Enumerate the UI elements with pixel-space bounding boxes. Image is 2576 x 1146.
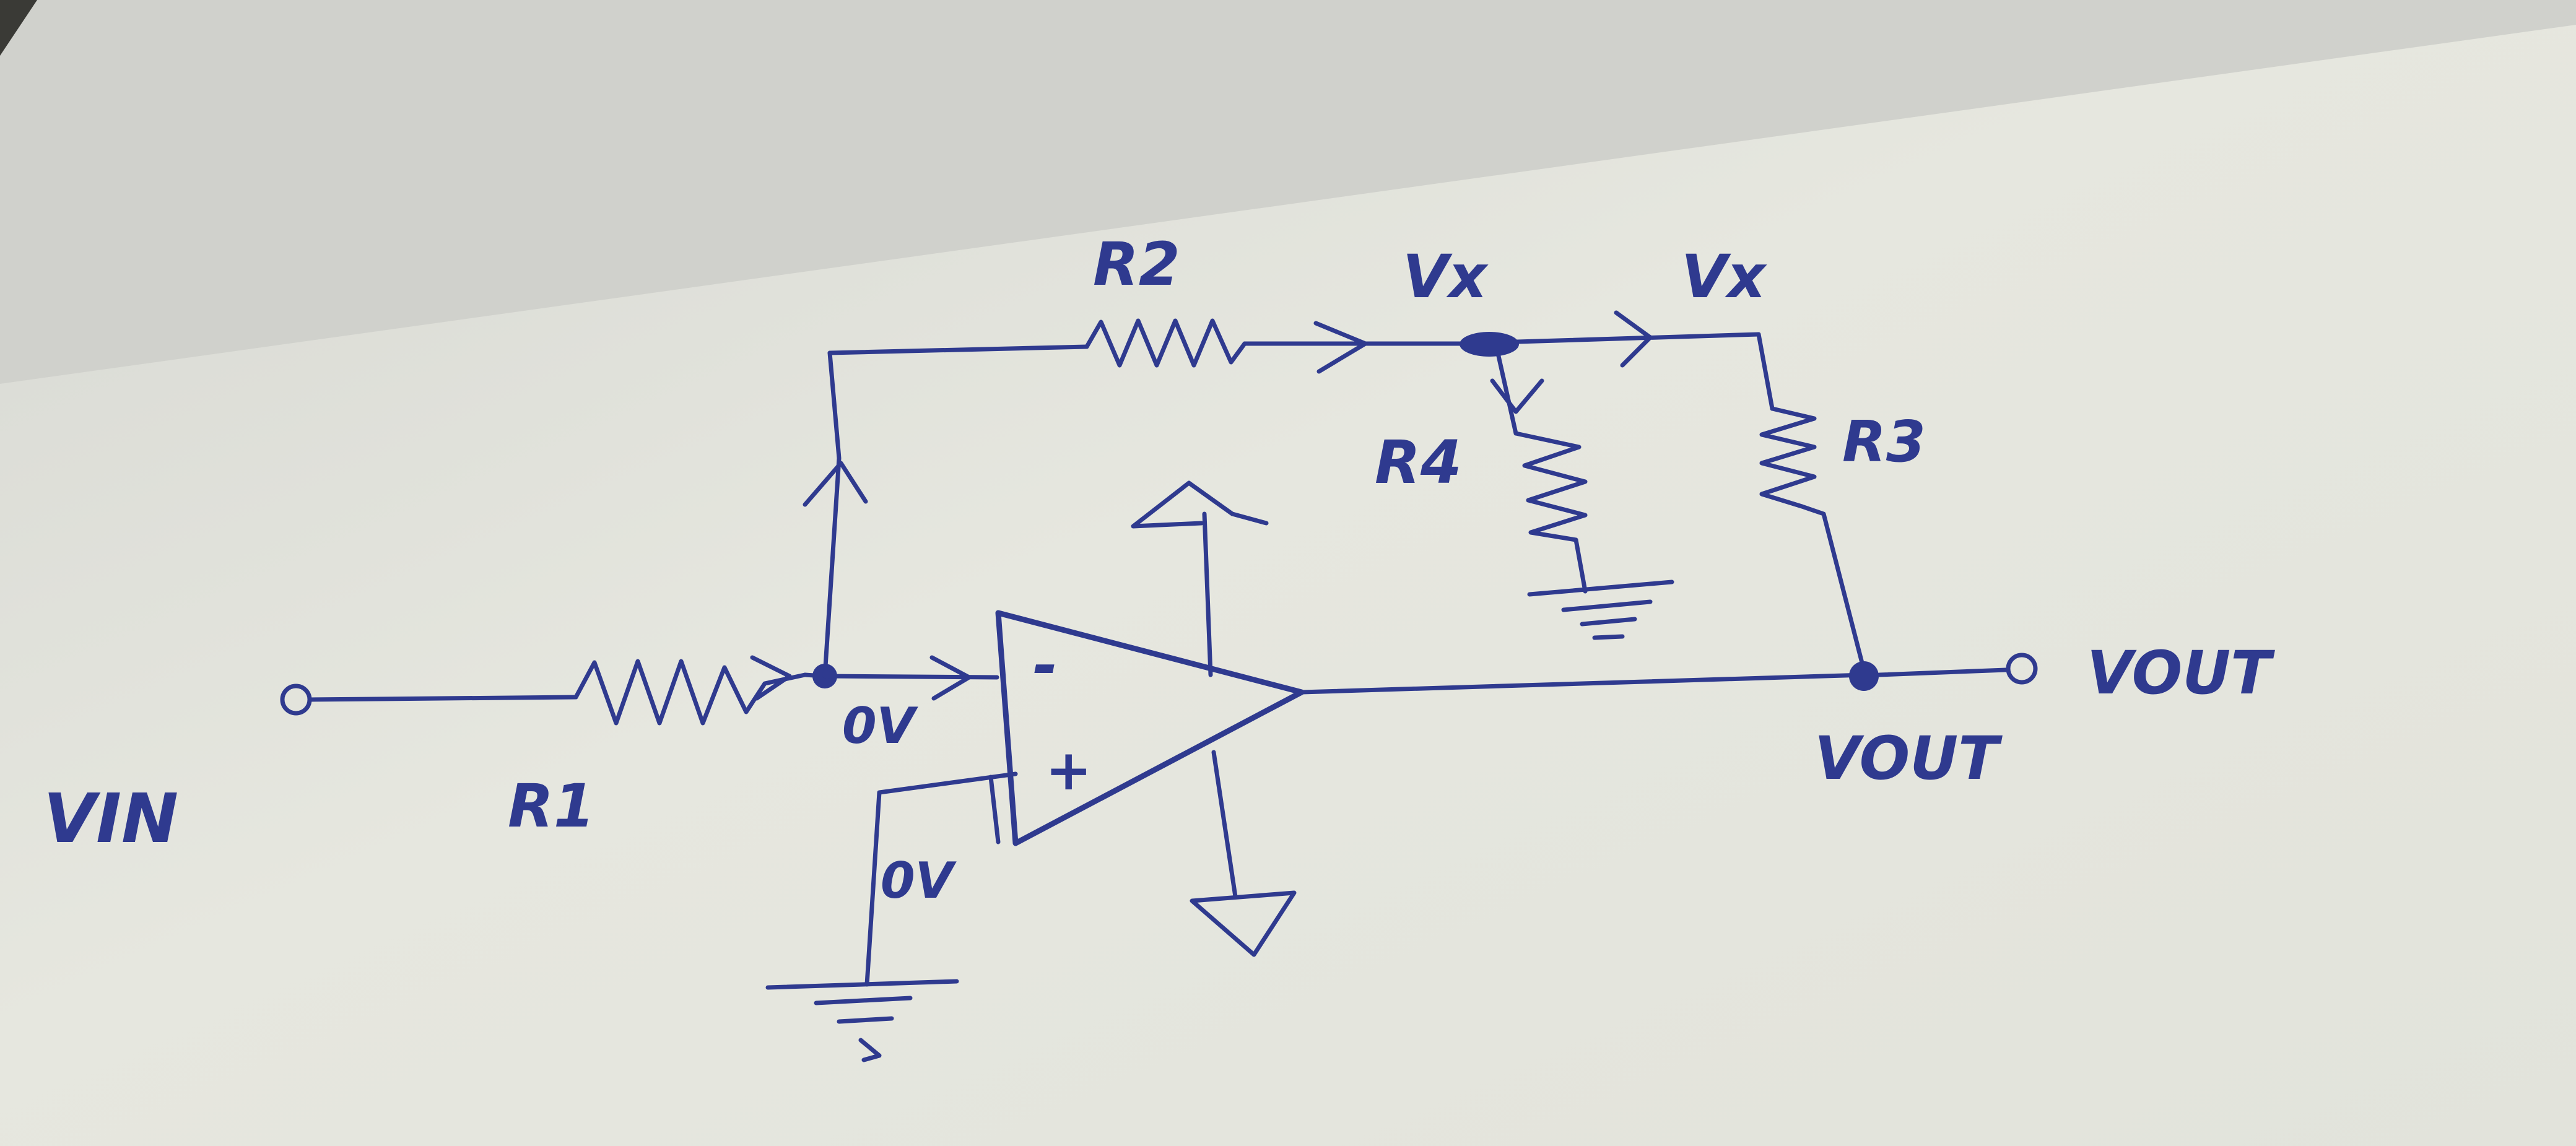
- label-ov-noninverting: 0V: [881, 852, 957, 909]
- r2-resistor: [1084, 318, 1247, 368]
- r2-left-wire: [827, 344, 1089, 355]
- opamp-plus-sign: +: [1045, 738, 1092, 803]
- r3-resistor: [1759, 406, 1817, 509]
- r3-bottom-wire: [1799, 504, 1868, 677]
- vin-wire: [307, 695, 578, 702]
- label-ov-inverting: 0V: [842, 697, 919, 755]
- r4-current-arrow: [1490, 378, 1544, 414]
- opamp-minus-sign: -: [1033, 631, 1058, 700]
- label-r3: R3: [1842, 409, 1926, 475]
- vx-to-r3-wire: [1515, 332, 1761, 344]
- r3-top-wire: [1756, 332, 1775, 411]
- feedback-up-arrow: [803, 461, 868, 507]
- positive-supply-symbol: [1131, 480, 1269, 529]
- label-r1: R1: [508, 771, 595, 841]
- plus-ground-symbol: [765, 979, 959, 1062]
- r4-resistor: [1513, 431, 1588, 542]
- r1-current-arrow: [750, 655, 792, 701]
- vin-terminal: [280, 684, 312, 716]
- label-vx-left: Vx: [1403, 242, 1489, 311]
- positive-supply-lead: [1202, 511, 1213, 677]
- opamp-output-wire: [1299, 672, 1868, 695]
- label-vx-right: Vx: [1681, 242, 1767, 311]
- r4-ground-symbol: [1527, 580, 1674, 640]
- opamp-triangle: [995, 610, 1305, 846]
- negative-supply-symbol: [1190, 890, 1297, 957]
- plus-input-arrow: [988, 775, 1001, 844]
- label-vout-node: VOUT: [1814, 724, 2003, 793]
- r1-resistor: [573, 659, 807, 726]
- r4-top-wire: [1496, 354, 1518, 436]
- label-r4: R4: [1375, 428, 1462, 497]
- negative-supply-lead: [1211, 750, 1238, 899]
- vout-terminal-wire: [1877, 667, 2009, 677]
- vout-node-dot: [1849, 661, 1879, 691]
- label-r2: R2: [1093, 230, 1180, 299]
- label-vout-right: VOUT: [2087, 638, 2275, 708]
- r4-bottom-wire: [1573, 537, 1588, 594]
- label-vin: VIN: [43, 779, 178, 858]
- r2-current-arrow: [1313, 321, 1368, 374]
- feedback-left-vertical: [822, 350, 842, 679]
- vx-node-dot: [1460, 332, 1519, 357]
- vout-terminal: [2006, 653, 2038, 685]
- minus-current-arrow: [929, 655, 972, 701]
- vx-right-arrow: [1614, 310, 1653, 368]
- plus-input-wire: [864, 771, 1018, 987]
